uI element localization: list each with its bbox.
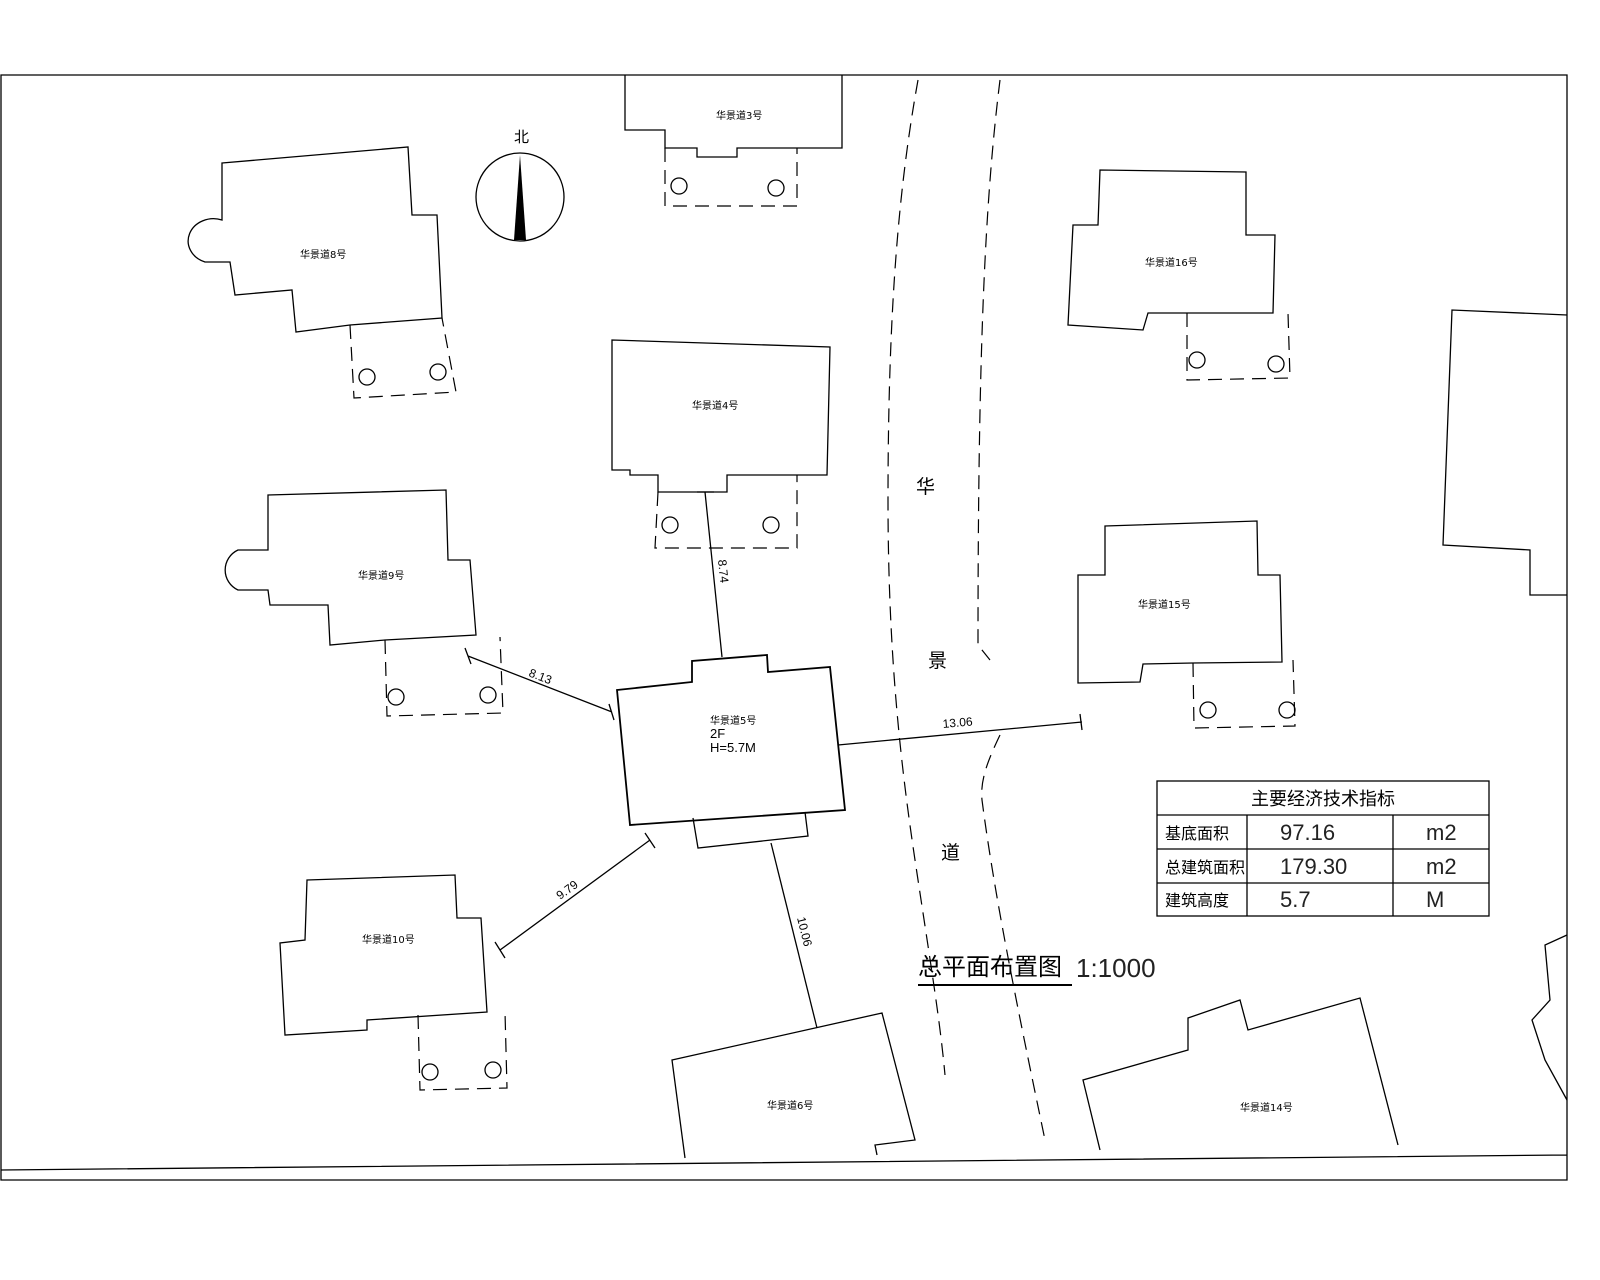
- road-name-char: 景: [928, 650, 947, 672]
- dimension-value: 13.06: [942, 714, 973, 731]
- building-15: [1077, 520, 1296, 729]
- building-14: [1082, 997, 1399, 1151]
- dimension-value: 9.79: [554, 877, 581, 902]
- drawing-frame: [0, 74, 1568, 1181]
- dimension-value: 8.74: [715, 559, 731, 584]
- table-header: 主要经济技术指标: [1251, 789, 1395, 810]
- dimension-value: 10.06: [794, 915, 815, 948]
- building-5: [616, 654, 846, 849]
- table-row-label: 基底面积: [1165, 824, 1229, 843]
- building-label: 华景道5号: [710, 714, 756, 727]
- building-partial: [1531, 934, 1568, 1101]
- building-partial: [1442, 309, 1568, 596]
- road-name-char: 道: [941, 842, 960, 864]
- building-label: 华景道3号: [716, 109, 762, 122]
- building-label: 华景道9号: [358, 569, 404, 582]
- table-row-label: 总建筑面积: [1165, 858, 1245, 877]
- table-row-value: 179.30: [1280, 854, 1347, 879]
- drawing-title: 总平面布置图: [918, 953, 1062, 981]
- building-3: [624, 75, 843, 207]
- building-16: [1067, 169, 1291, 381]
- building-9: [224, 489, 504, 717]
- building-label: 华景道10号: [362, 933, 415, 946]
- building-label: 华景道14号: [1240, 1101, 1293, 1114]
- north-label: 北: [514, 128, 529, 146]
- building-label: 华景道16号: [1145, 256, 1198, 269]
- building-label: 华景道15号: [1138, 598, 1191, 611]
- building-height: H=5.7M: [710, 740, 756, 755]
- drawing-scale: 1:1000: [1076, 953, 1156, 983]
- building-label: 华景道4号: [692, 399, 738, 412]
- building-8: [187, 146, 457, 399]
- building-10: [279, 874, 508, 1091]
- indicators-table: [1156, 780, 1490, 917]
- road-name-char: 华: [916, 476, 935, 498]
- table-row-unit: M: [1426, 887, 1444, 912]
- table-row-unit: m2: [1426, 820, 1457, 845]
- building-4: [611, 339, 831, 549]
- building-label: 华景道6号: [767, 1099, 813, 1112]
- north-arrow-icon: [475, 152, 565, 242]
- table-row-value: 5.7: [1280, 887, 1311, 912]
- building-floors: 2F: [710, 726, 725, 741]
- road: [887, 79, 1046, 1141]
- building-label: 华景道8号: [300, 248, 346, 261]
- building-6: [671, 1012, 916, 1159]
- table-row-unit: m2: [1426, 854, 1457, 879]
- table-row-label: 建筑高度: [1165, 891, 1229, 910]
- table-row-value: 97.16: [1280, 820, 1335, 845]
- dimension-lines: [464, 491, 1083, 1029]
